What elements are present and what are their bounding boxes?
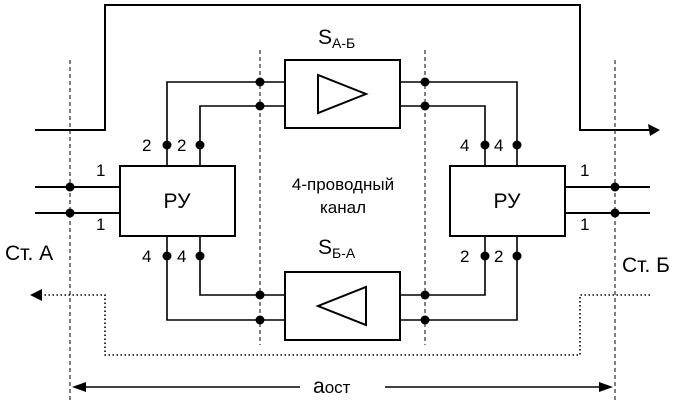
center-label-line2: канал (320, 198, 366, 217)
pin-label: 2 (142, 136, 151, 155)
pin-label: 2 (177, 136, 186, 155)
node (162, 251, 172, 261)
node (480, 251, 490, 261)
amplifier-a-b-main: S (318, 26, 332, 49)
node (512, 251, 522, 261)
pin-label: 4 (177, 247, 186, 266)
pin-label: 2 (494, 247, 503, 266)
amplifier-a-b-triangle (317, 73, 369, 115)
node (512, 140, 522, 150)
arrow-head-left (30, 289, 42, 301)
attenuation-label: aост (313, 375, 351, 398)
node (255, 101, 265, 111)
dimension-arrow-left (72, 382, 86, 392)
wire-right-top-outer (400, 81, 518, 166)
node (610, 208, 620, 218)
amplifier-a-b-sub: А-Б (332, 35, 355, 51)
node (420, 101, 430, 111)
amplifier-a-b-box (284, 59, 401, 129)
amplifier-b-a-box (284, 271, 401, 341)
node (65, 182, 75, 192)
node (610, 182, 620, 192)
amplifier-a-b-label: SА-Б (318, 26, 355, 51)
wire-right-bottom-inner (400, 236, 486, 296)
center-label-line1: 4-проводный (292, 175, 394, 194)
node (195, 140, 205, 150)
node (420, 77, 430, 87)
node (420, 315, 430, 325)
node (480, 140, 490, 150)
amplifier-b-a-label: SБ-А (318, 236, 356, 261)
wire-left-bottom-outer (166, 236, 285, 321)
wire-left-top-inner (199, 105, 285, 166)
node (255, 290, 265, 300)
right-hybrid-box (449, 165, 566, 237)
amplifier-b-a-sub: Б-А (332, 245, 356, 261)
left-hybrid-label: РУ (164, 190, 192, 213)
station-a-label: Ст. А (5, 242, 53, 265)
pin-label: 1 (580, 161, 589, 180)
amplifier-b-a-triangle (315, 285, 367, 327)
node (195, 251, 205, 261)
pin-label: 4 (142, 247, 151, 266)
attenuation-main: a (313, 375, 325, 398)
signal-path-a-to-b (35, 4, 650, 131)
junction-nodes (65, 77, 620, 325)
station-b-label: Ст. Б (622, 254, 670, 277)
pin-label: 1 (96, 215, 105, 234)
node (255, 77, 265, 87)
node (420, 290, 430, 300)
attenuation-sub: ост (325, 378, 351, 397)
wire-right-top-inner (400, 105, 486, 166)
pin-label: 2 (460, 247, 469, 266)
wire-left-top-outer (166, 81, 285, 166)
pin-label: 1 (580, 215, 589, 234)
pin-label: 4 (494, 136, 503, 155)
dimension-arrow-right (599, 382, 613, 392)
amplifier-b-a-main: S (318, 236, 332, 259)
wire-left-bottom-inner (199, 236, 285, 296)
wire-right-bottom-outer (400, 236, 518, 321)
right-hybrid-label: РУ (494, 190, 522, 213)
pin-label: 1 (96, 161, 105, 180)
pin-label: 4 (460, 136, 469, 155)
node (162, 140, 172, 150)
arrow-head-right (648, 124, 660, 136)
node (65, 208, 75, 218)
node (255, 315, 265, 325)
left-hybrid-box (119, 165, 236, 237)
